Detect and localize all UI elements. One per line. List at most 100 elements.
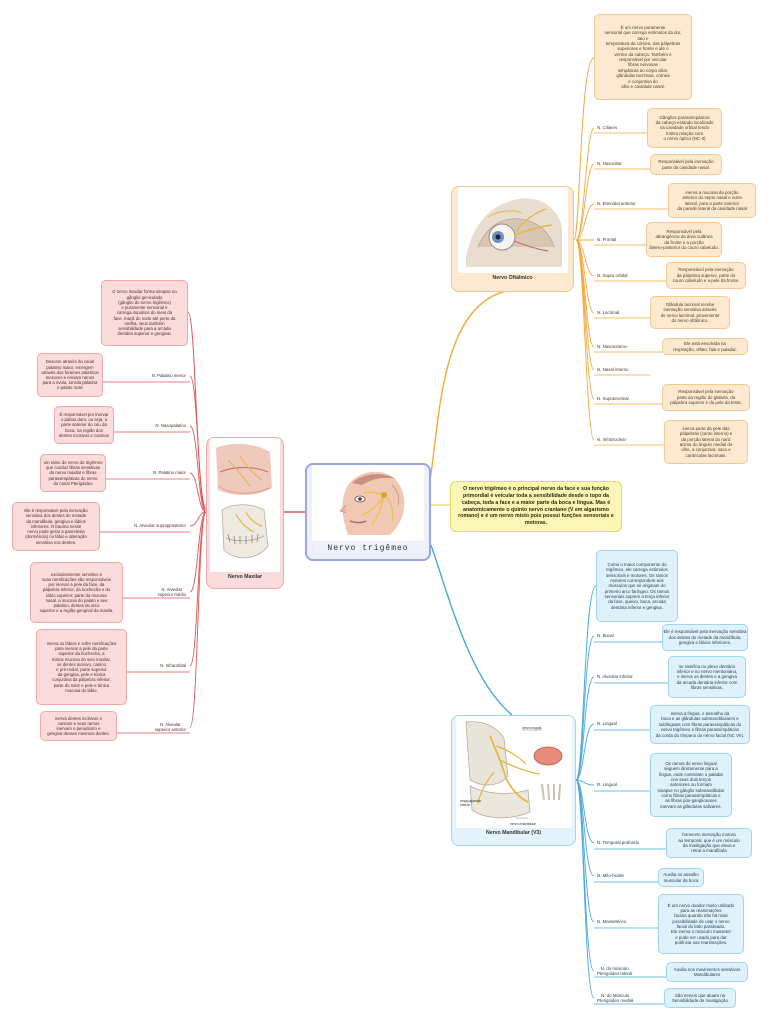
image-label-mandibular: nervo mandibular: [510, 822, 537, 826]
connector-line: [189, 511, 207, 593]
connector-line: [575, 676, 595, 781]
maxillary-desc-n-palatino-maior: um ramo do nervo do trigêmeo que conduz …: [40, 454, 106, 492]
connector-line: [575, 723, 595, 781]
mandibular-branch-n-masseterico[interactable]: N. Massetérico: [597, 919, 627, 925]
connector-line: [575, 163, 595, 241]
mandibular-intro[interactable]: Como o maior componente do trigêmeo, ele…: [596, 550, 678, 622]
mandibular-desc-n-bucal: Ele é responsável pela inervação sensiti…: [662, 624, 748, 651]
connector-line: [189, 511, 207, 728]
maxillary-branch-n-nasopalatino[interactable]: N. Nasopalatino: [155, 423, 186, 429]
maxillary-branch-n-palatino-menor[interactable]: N. Palatino menor: [151, 373, 186, 379]
image-label-lingual: nervo lingual: [522, 726, 542, 730]
mandibular-branch-n-do-musculo-pterigoideo-medial[interactable]: N. do Músculo Pterigóideo medial: [597, 992, 634, 1003]
ophthalmic-branch-n-supratroclear[interactable]: N. Supratroclear: [597, 396, 629, 402]
connector-line: [575, 239, 595, 400]
connector-line: [189, 511, 207, 667]
connector-line: [573, 57, 595, 241]
ophthalmic-intro[interactable]: É um nervo puramente sensorial que carre…: [594, 14, 692, 100]
connector-line: [575, 585, 597, 781]
ophthalmic-desc-n-lacrimal: Glândula lacrimal recebe inervação sensi…: [650, 296, 730, 329]
maxillary-desc-n-nasopalatino: É responsável por inervar o palato duro,…: [54, 406, 114, 444]
ophthalmic-desc-n-infratroclear: inerva parte da pele das pálpebras (cant…: [664, 420, 748, 464]
connector-line: [575, 239, 595, 441]
center-title: Nervo trigêmeo: [327, 544, 409, 553]
connector-line: [189, 472, 207, 513]
ophthalmic-branch-n-nasal-interno[interactable]: N. Nasal interno: [597, 367, 629, 373]
maxillary-desc-n-palatino-menor: Descem através do canal palatino maior, …: [37, 353, 103, 397]
connector-line: [575, 779, 595, 999]
ophthalmic-desc-n-supratroclear: Responsável pela inervação parte da regi…: [662, 384, 750, 411]
maxilla-illustration: [210, 438, 280, 572]
ophthalmic-branch-n-infratroclear[interactable]: N. Infratroclear: [597, 437, 627, 443]
ophthalmic-desc-n-nasociliar: Responsável pela inervação parte da cavi…: [650, 154, 722, 175]
maxillary-title: Nervo Maxilar: [227, 574, 263, 580]
mandibular-desc-n-do-musculo-pterigoideo-medial: São nervos que atuam na Sensibilidade de…: [664, 988, 736, 1008]
connector-line: [575, 239, 595, 348]
connector-line: [430, 544, 513, 716]
maxillary-nerve-node[interactable]: Nervo Maxilar: [206, 437, 284, 589]
maxillary-branch-n-alveolar-superior-anterior[interactable]: N. Alveolar superior anterior: [154, 721, 186, 732]
maxillary-branch-n-alveolar-suprapposterior[interactable]: N. Alveolar suprapposterior: [134, 523, 186, 529]
ophthalmic-desc-n-ciliares: Gânglios parassimpáticos da cabeça estan…: [647, 108, 722, 148]
connector-line: [187, 311, 207, 511]
ophthalmic-desc-n-frontal: Responsável pela abrangência da área cut…: [646, 222, 722, 257]
mandibular-branch-n-lingual[interactable]: N. Lingual: [597, 721, 617, 727]
connector-line: [189, 511, 207, 527]
mandibular-branch-n-temporal-profundo[interactable]: N. Temporal profundo: [597, 840, 640, 846]
connector-line: [575, 779, 595, 844]
mandible-illustration: [455, 716, 572, 828]
ophthalmic-branch-n-etmoidal-anterior[interactable]: N. Etmoidal anterior: [597, 201, 636, 207]
eye-orbit-illustration: [457, 187, 568, 273]
ophthalmic-title: Nervo Oftálmico: [492, 275, 533, 281]
connector-line: [575, 779, 595, 877]
mandibular-branch-r-lingual[interactable]: R. Lingual: [597, 782, 617, 788]
mandibular-desc-r-lingual: Os ramos do nervo lingual seguem diretam…: [650, 753, 732, 817]
ophthalmic-branch-n-nasociliar[interactable]: N. Nasociliar: [597, 161, 622, 167]
maxillary-branch-n-alveolar-superior-medio[interactable]: N. Alveolar superior médio: [157, 586, 186, 597]
ophthalmic-desc-n-nasoexterno: Ele está envolvida na respiração, olfato…: [662, 338, 748, 355]
mandibular-branch-n-do-musculo-pterigoideo-lateral[interactable]: N. do músculo Pterigóideo lateral: [597, 965, 633, 976]
connector-line: [429, 289, 513, 481]
mandibular-desc-n-do-musculo-pterigoideo-lateral: Auxilia nos movimentos sensitivos Mandib…: [666, 962, 748, 982]
mandibular-title: Nervo Mandibular (V3): [485, 830, 542, 836]
mandibular-nerve-node[interactable]: Nervo Mandibular (V3) nervo lingual nerv…: [451, 715, 576, 846]
image-label-alveolar: nervo alveolar inferior: [460, 799, 482, 807]
center-node[interactable]: Nervo trigêmeo: [305, 463, 431, 561]
mandibular-desc-n-lingual: inerva a língua, o assoalho da boca e as…: [650, 705, 750, 744]
connector-line: [575, 239, 595, 314]
mandibular-branch-n-milo-hioide[interactable]: N. Milo-hioide: [597, 873, 624, 879]
connector-line: [575, 779, 595, 972]
connector-line: [575, 779, 595, 923]
summary-note[interactable]: O nervo trigêmeo é o principal nervo da …: [450, 481, 622, 532]
mandibular-desc-n-masseterico: É um nervo doador muito utilizado para a…: [658, 894, 744, 954]
connector-line: [575, 239, 595, 371]
ophthalmic-desc-n-supra-orbital: Responsável pela inervação da pálpebra s…: [666, 262, 746, 289]
mandibular-desc-n-temporal-profundo: fornecem inervação motora ao temporal, q…: [666, 828, 752, 858]
maxillary-intro[interactable]: O nervo maxilar forma sinapse no gânglio…: [101, 280, 188, 346]
maxillary-desc-n-alveolar-superior-anterior: inerva dentes incisivos e caninos e seus…: [40, 711, 117, 741]
mandibular-branch-n-bucal[interactable]: N. Bucal: [597, 633, 614, 639]
connector-line: [575, 239, 595, 277]
mandibular-branch-n-alveolar-inferior[interactable]: N. Alveolar inferior: [597, 674, 633, 680]
ophthalmic-branch-n-supra-orbital[interactable]: N. Supra orbital: [597, 273, 628, 279]
ophthalmic-branch-n-frontal[interactable]: N. Frontal: [597, 237, 617, 243]
connector-line: [575, 203, 595, 241]
ophthalmic-branch-n-lacrimal[interactable]: N. Lacrimal: [597, 310, 620, 316]
maxillary-desc-n-alveolar-suprapposterior: Ele é responsável pela inervação sensiti…: [12, 502, 100, 551]
connector-line: [575, 779, 595, 786]
ophthalmic-desc-n-etmoidal-anterior: inerva a mucosa da porção anterior do se…: [668, 183, 756, 218]
mandibular-desc-n-milo-hioide: Auxilia no assalho muscular da boca: [658, 868, 704, 887]
connector-line: [575, 127, 595, 241]
connector-line: [575, 635, 595, 781]
connector-line: [189, 425, 207, 513]
connector-line: [189, 375, 207, 513]
maxillary-desc-n-infraorbital: inerva os lábios e sofre ramificações pa…: [36, 629, 127, 705]
ophthalmic-branch-n-ciliares[interactable]: N. Ciliares: [597, 125, 618, 131]
ophthalmic-nerve-node[interactable]: Nervo Oftálmico: [451, 186, 574, 292]
head-anatomy-illustration: [312, 465, 424, 541]
ophthalmic-branch-n-nasoexterno[interactable]: N. Nasoexterno: [597, 344, 628, 350]
maxillary-desc-n-alveolar-superior-medio: exclusivamente sensitivo e suas ramifica…: [30, 562, 123, 623]
maxillary-branch-n-palatino-maior[interactable]: N. Palatino maior: [153, 470, 186, 476]
mandibular-desc-n-alveolar-inferior: se ramifica no plexo dentário inferior e…: [668, 656, 746, 698]
maxillary-branch-n-infraorbital[interactable]: N. Infraorbital: [160, 663, 186, 669]
